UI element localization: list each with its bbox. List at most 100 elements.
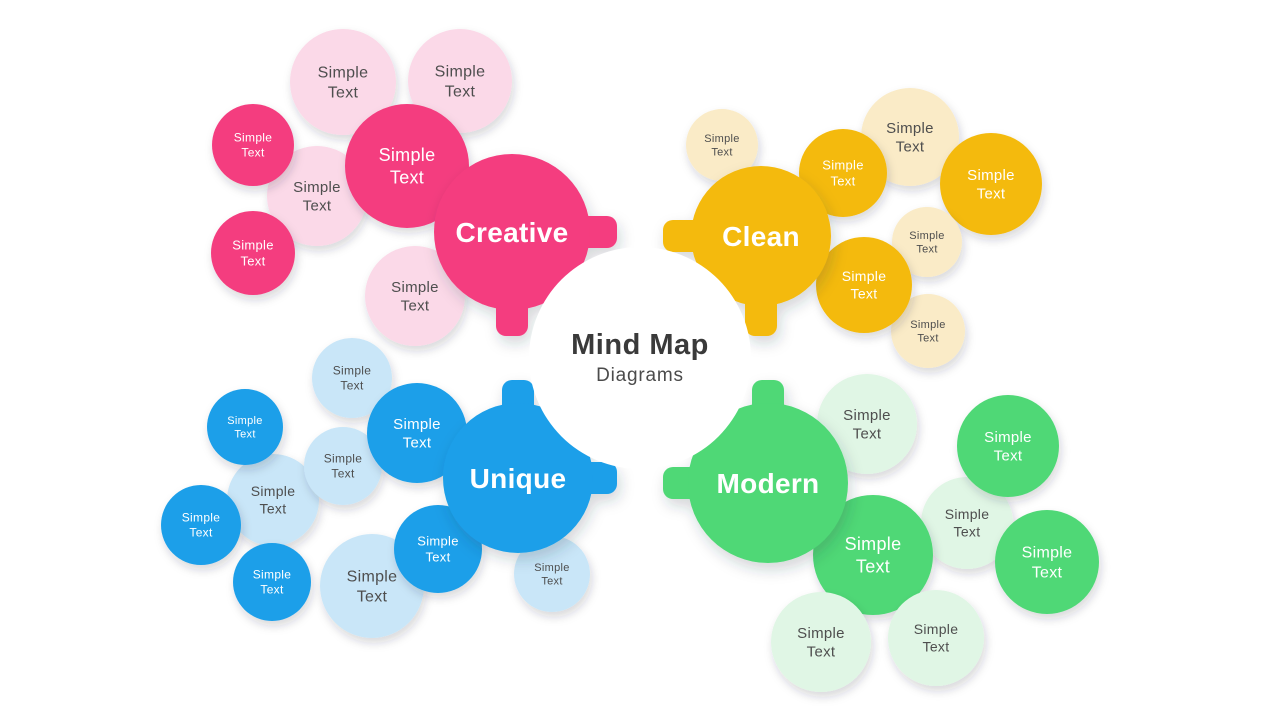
unique-satellite-circle [312, 338, 392, 418]
clean-satellite-circle [892, 207, 962, 277]
unique-satellite-circle [304, 427, 382, 505]
clean-satellite-circle [799, 129, 887, 217]
unique-satellite-circle [207, 389, 283, 465]
creative-satellite-circle [211, 211, 295, 295]
creative-satellite-circle [290, 29, 396, 135]
unique-satellite-circle [161, 485, 241, 565]
center-white-circle [529, 247, 751, 469]
modern-satellite-circle [813, 495, 933, 615]
clean-label: Clean [722, 221, 800, 252]
creative-main-node [434, 154, 617, 336]
modern-satellite-circle [921, 477, 1013, 569]
clean-satellite-circle [816, 237, 912, 333]
unique-satellite-circle [233, 543, 311, 621]
clean-satellite-circle [861, 88, 959, 186]
modern-main-node [663, 380, 848, 563]
modern-satellite-circle [771, 592, 871, 692]
unique-main-circle [443, 403, 593, 553]
unique-satellite-circle [394, 505, 482, 593]
creative-main-circle [434, 154, 590, 310]
clean-satellite-circle [891, 294, 965, 368]
creative-satellite-circle [212, 104, 294, 186]
creative-satellite-circle [365, 246, 465, 346]
creative-satellite-circle [267, 146, 367, 246]
clean-main-node [663, 166, 831, 336]
unique-main-node [443, 380, 617, 553]
modern-satellite-circle [995, 510, 1099, 614]
modern-main-circle [688, 403, 848, 563]
modern-satellite-circle [957, 395, 1059, 497]
clean-main-circle [691, 166, 831, 306]
unique-satellite-circle [367, 383, 467, 483]
modern-satellite-circle [817, 374, 917, 474]
clean-satellite-circle [686, 109, 758, 181]
unique-satellite-circle [227, 454, 319, 546]
creative-label: Creative [456, 217, 569, 248]
unique-satellite-circle [514, 536, 590, 612]
modern-satellite-circle [888, 590, 984, 686]
modern-label: Modern [717, 468, 820, 499]
unique-label: Unique [470, 463, 567, 494]
